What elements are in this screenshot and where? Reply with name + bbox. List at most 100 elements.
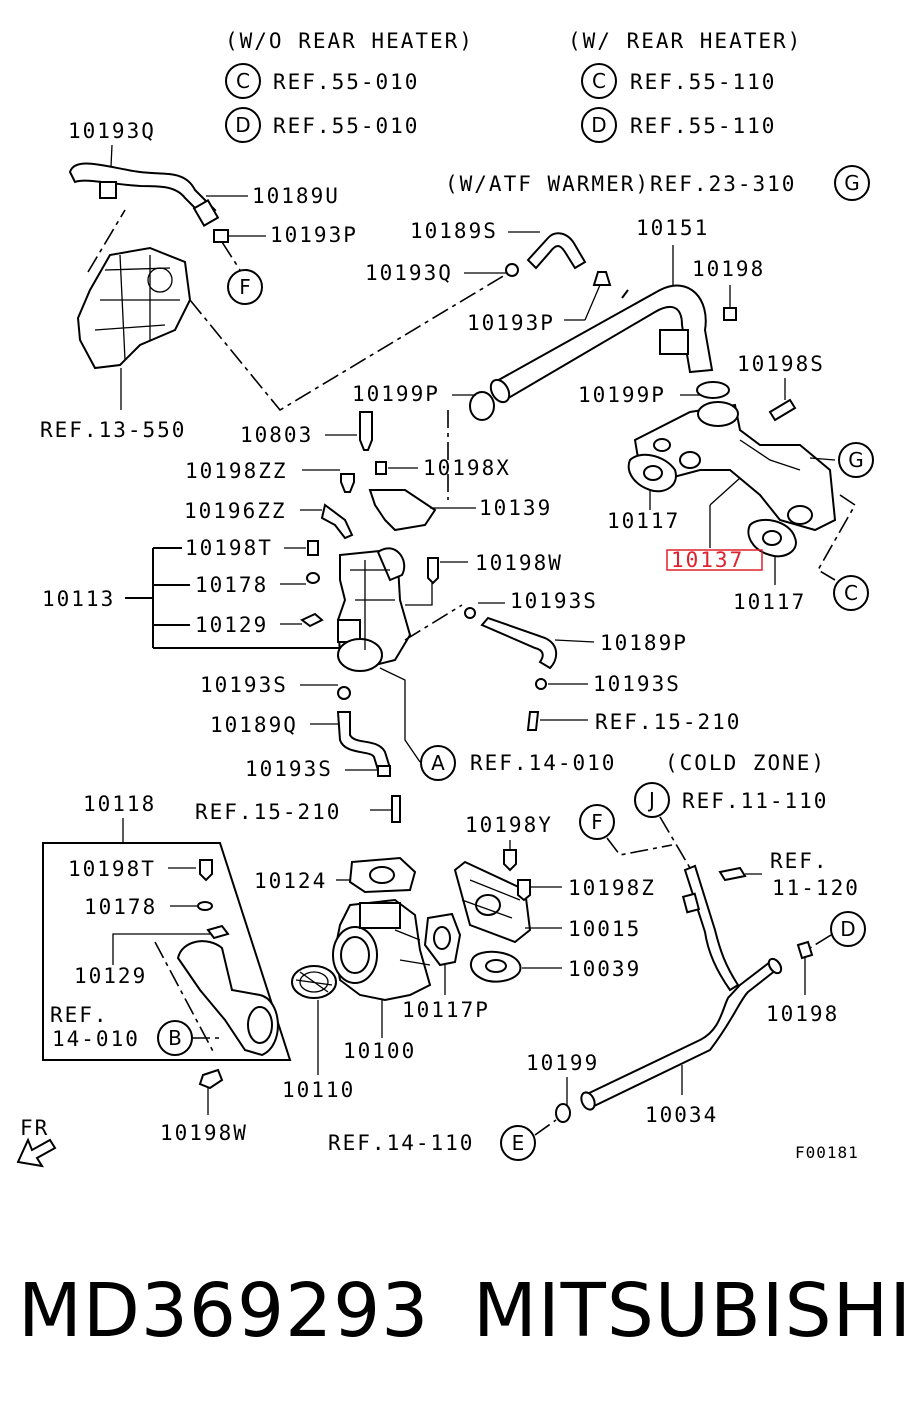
brand-name: MITSUBISHI [473,1268,909,1354]
callout-g-mid: G [838,442,874,478]
svg-text:G: G [848,448,864,472]
callout-g-top: G [834,165,870,201]
svg-text:C: C [236,69,250,93]
washer-10178-a [306,572,320,584]
label-10039: 10039 [568,957,641,981]
gasket-10129-a [300,612,324,628]
bracket-10139 [368,489,437,532]
label-10199p-b: 10199P [578,383,666,407]
label-10117-b: 10117 [733,590,806,614]
kit-box-10118 [42,842,292,1061]
footer: MD369293 MITSUBISHI [18,1268,909,1368]
bolt-10198z [517,879,531,902]
svg-text:F: F [591,810,603,834]
clip-10193p-b [592,271,612,286]
bolt-10198x [375,461,387,475]
sensor-10803 [359,411,373,451]
oring-10199p-a [469,391,495,421]
label-10189p: 10189P [600,631,688,655]
highlight-10137 [666,549,763,571]
callout-j: J [634,782,670,818]
thermostat-housing-10100 [332,898,432,1002]
gasket-10117-a [627,453,677,493]
callout-c-wo: C [225,63,261,99]
part-number: MD369293 [18,1268,430,1354]
label-ref-14-010-a: REF.14-010 [470,751,616,775]
label-10193s-a: 10193S [510,589,598,613]
label-10198w-a: 10198W [475,551,563,575]
washer-10178-b [197,901,213,911]
clamp-10193q-a [99,181,117,199]
clamp-10193s-b [535,678,547,690]
label-10189s: 10189S [410,219,498,243]
svg-text:G: G [844,171,860,195]
bolt-10198s [768,398,797,422]
fr-label: FR [20,1116,49,1140]
label-10193q-a: 10193Q [68,119,156,143]
label-10137: 10137 [671,548,744,572]
bracket-10196zz [320,503,354,540]
callout-c-mid: C [833,575,869,611]
label-10198t-a: 10198T [185,536,273,560]
bolt-10198t-b [199,859,213,882]
svg-text:D: D [591,113,606,137]
label-10193p-b: 10193P [467,311,555,335]
clamp-10193q-b [505,263,519,277]
label-ref-13-550: REF.13-550 [40,418,186,442]
hose-10189u [68,162,217,220]
label-10124: 10124 [254,869,327,893]
svg-text:E: E [512,1131,525,1155]
label-10189q: 10189Q [210,713,298,737]
label-10110: 10110 [282,1078,355,1102]
pipe-10151 [493,284,714,402]
clamp-10193p-a [192,198,220,228]
gasket-10039 [469,950,522,983]
label-10113: 10113 [42,587,115,611]
pipe-10151-bracket [659,329,689,355]
label-10129-b: 10129 [74,964,147,988]
callout-d-w: D [581,107,617,143]
bolt-10198zz [340,473,355,493]
label-10189u: 10189U [252,184,340,208]
water-pipe-10034 [580,864,783,1111]
label-10117-a: 10117 [607,509,680,533]
figure-code: F00181 [795,1143,859,1162]
svg-text:D: D [235,113,250,137]
egr-cooler-10015 [453,860,532,944]
hose-10189q [336,711,392,772]
bolt-10198y [503,849,517,872]
ref-55-110-d: REF.55-110 [630,114,776,138]
label-10198w-b: 10198W [160,1121,248,1145]
ref-55-110-c: REF.55-110 [630,70,776,94]
svg-text:C: C [844,581,858,605]
label-10193s-d: 10193S [245,757,333,781]
svg-text:B: B [168,1026,182,1050]
bolt-10198t-a [307,540,319,556]
oring-10199p-b [696,381,730,399]
label-10151: 10151 [636,216,709,240]
label-10118: 10118 [83,792,156,816]
gasket-10129-b [206,924,230,940]
water-outlet-manifold-10137 [633,401,837,532]
label-10198y: 10198Y [465,813,553,837]
callout-d-wo: D [225,107,261,143]
label-10193s-b: 10193S [593,672,681,696]
dowel-ref-15-210-b [391,795,401,823]
clamp-10193s-c [337,686,351,700]
bolt-10198w-a [427,557,439,585]
callout-b: B [157,1020,193,1056]
wo-rear-heater-label: (W/O REAR HEATER) [225,29,474,53]
label-10198z: 10198Z [568,876,656,900]
thermostat-10110 [291,965,337,999]
gasket-10117-b [747,518,797,558]
label-ref-11-120-a: REF. [770,849,829,873]
bolt-10198w-b [198,1068,224,1090]
label-10198-a: 10198 [692,257,765,281]
callout-d-lower: D [830,911,866,947]
gasket-10117p [423,912,462,967]
clamp-10193s-d [377,765,391,777]
bracket-10113 [125,547,340,649]
atf-warmer-label: (W/ATF WARMER)REF.23-310 [445,172,796,196]
label-10129-a: 10129 [195,613,268,637]
